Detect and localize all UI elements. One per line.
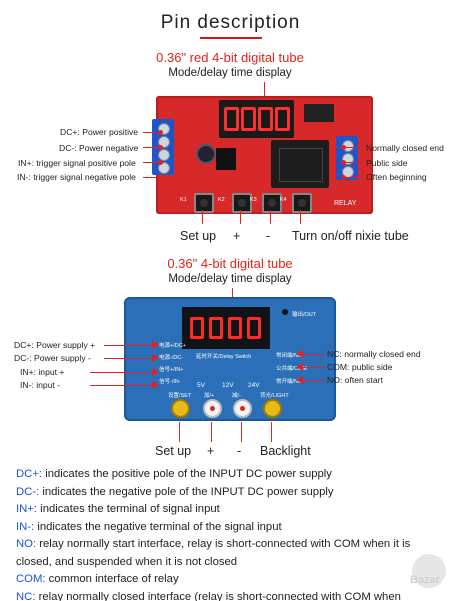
panel-mark-no: 常开端/NO <box>276 379 303 385</box>
bottom-label-in-minus: IN-: input - <box>20 380 61 390</box>
panel-btn-mark-plus: 加/+ <box>204 393 215 399</box>
bottom-set-button[interactable] <box>171 399 190 418</box>
top-right-terminal <box>336 136 358 180</box>
top-btn-label-minus: - <box>266 229 271 243</box>
key-mark-k1: K1 <box>180 197 187 203</box>
bottom-btn-label-plus: + <box>207 444 215 458</box>
bottom-label-no: NO: often start <box>327 375 383 385</box>
voltage-12v: 12V <box>222 382 234 389</box>
legend-line-in-plus: IN+: indicates the terminal of signal in… <box>16 503 220 515</box>
panel-mark-in-plus: 信号+/IN+ <box>159 367 184 373</box>
chip <box>304 104 334 122</box>
bottom-display-caption: 0.36" 4-bit digital tube <box>167 256 293 271</box>
top-label-normally-closed: Normally closed end <box>366 143 444 153</box>
legend-line-dc-minus: DC-: indicates the negative pole of the … <box>16 485 334 498</box>
top-label-in-minus: IN-: trigger signal negative pole <box>17 172 136 182</box>
top-display-subcaption: Mode/delay time display <box>168 67 292 79</box>
key-mark-k2: K2 <box>218 197 225 203</box>
top-plus-button[interactable] <box>232 193 252 213</box>
bottom-btn-label-backlight: Backlight <box>260 444 311 458</box>
bazar-watermark-logo: Bazar <box>410 554 456 594</box>
legend-line-dc-plus: DC+: indicates the positive pole of the … <box>16 468 332 480</box>
top-btn-label-nixie: Turn on/off nixie tube <box>292 229 409 243</box>
bottom-label-dc-plus: DC+: Power supply + <box>14 340 96 350</box>
top-btn-label-setup: Set up <box>180 229 217 243</box>
bottom-btn-label-minus: - <box>237 444 242 458</box>
bottom-label-com: COM: public side <box>327 362 393 372</box>
top-label-dc-plus: DC+: Power positive <box>60 127 139 137</box>
bottom-label-in-plus: IN+: input + <box>20 367 65 377</box>
relay <box>271 140 329 188</box>
top-label-public-side: Public side <box>366 158 408 168</box>
key-mark-k4: K4 <box>280 197 287 203</box>
voltage-5v: 5V <box>197 382 205 389</box>
panel-switch-mark: 延时开关/Delay Switch <box>196 354 252 360</box>
legend: DC+: indicates the positive pole of the … <box>16 466 456 601</box>
top-label-in-plus: IN+: trigger signal positive pole <box>18 158 136 168</box>
capacitor <box>196 144 216 164</box>
top-btn-label-plus: + <box>233 229 241 243</box>
top-set-button[interactable] <box>194 193 214 213</box>
top-display-toggle-button[interactable] <box>292 193 312 213</box>
top-label-often-beginning: Often beginning <box>366 172 427 182</box>
output-led <box>282 309 288 315</box>
top-display-caption: 0.36" red 4-bit digital tube <box>156 50 304 65</box>
bottom-plus-button[interactable] <box>203 399 222 418</box>
key-mark-k3: K3 <box>250 197 257 203</box>
red-relay-board: RELAY K1 K2 K3 K4 <box>152 96 373 214</box>
bottom-display-subcaption: Mode/delay time display <box>168 273 292 285</box>
bottom-btn-label-setup: Set up <box>155 444 192 458</box>
bottom-backlight-button[interactable] <box>263 399 282 418</box>
panel-btn-mark-set: 设置/SET <box>168 393 192 399</box>
bottom-label-dc-minus: DC-: Power supply - <box>14 353 91 363</box>
top-digital-tube <box>219 100 294 138</box>
title-underline <box>200 37 262 39</box>
ic-chip <box>216 148 236 170</box>
top-display-pointer <box>264 82 265 98</box>
legend-line-in-minus: IN-: indicates the negative terminal of … <box>16 520 282 533</box>
top-label-dc-minus: DC-: Power negative <box>59 143 139 153</box>
legend-line-nc: NC: relay normally closed interface (rel… <box>16 590 401 601</box>
top-minus-button[interactable] <box>262 193 282 213</box>
blue-relay-case: 输出/OUT 电源+/DC+ 电源-/DC- 信号+/IN+ 信号-/IN- 延… <box>124 297 336 421</box>
panel-mark-dc-minus: 电源-/DC- <box>159 355 184 361</box>
bottom-digital-tube <box>182 307 270 349</box>
panel-btn-mark-light: 背光/LIGHT <box>260 393 289 399</box>
voltage-24v: 24V <box>248 382 260 389</box>
legend-line-com: COM: common interface of relay <box>16 573 179 585</box>
bottom-label-nc: NC: normally closed end <box>327 349 421 359</box>
panel-mark-dc-plus: 电源+/DC+ <box>159 343 186 349</box>
relay-label: RELAY <box>334 200 357 207</box>
panel-mark-nc: 常闭端/NC <box>276 353 302 359</box>
legend-line-no-cont: closed, and suspended when it is not clo… <box>16 555 238 568</box>
top-left-terminal <box>152 119 174 175</box>
panel-btn-mark-minus: 减/- <box>232 393 241 399</box>
panel-out-mark: 输出/OUT <box>292 312 317 318</box>
legend-line-no: NO: relay normally start interface, rela… <box>16 538 411 550</box>
panel-mark-com: 公共端/COM <box>276 366 307 372</box>
page-title: Pin description <box>160 12 301 33</box>
bottom-minus-button[interactable] <box>233 399 252 418</box>
panel-mark-in-minus: 信号-/IN- <box>159 379 181 385</box>
